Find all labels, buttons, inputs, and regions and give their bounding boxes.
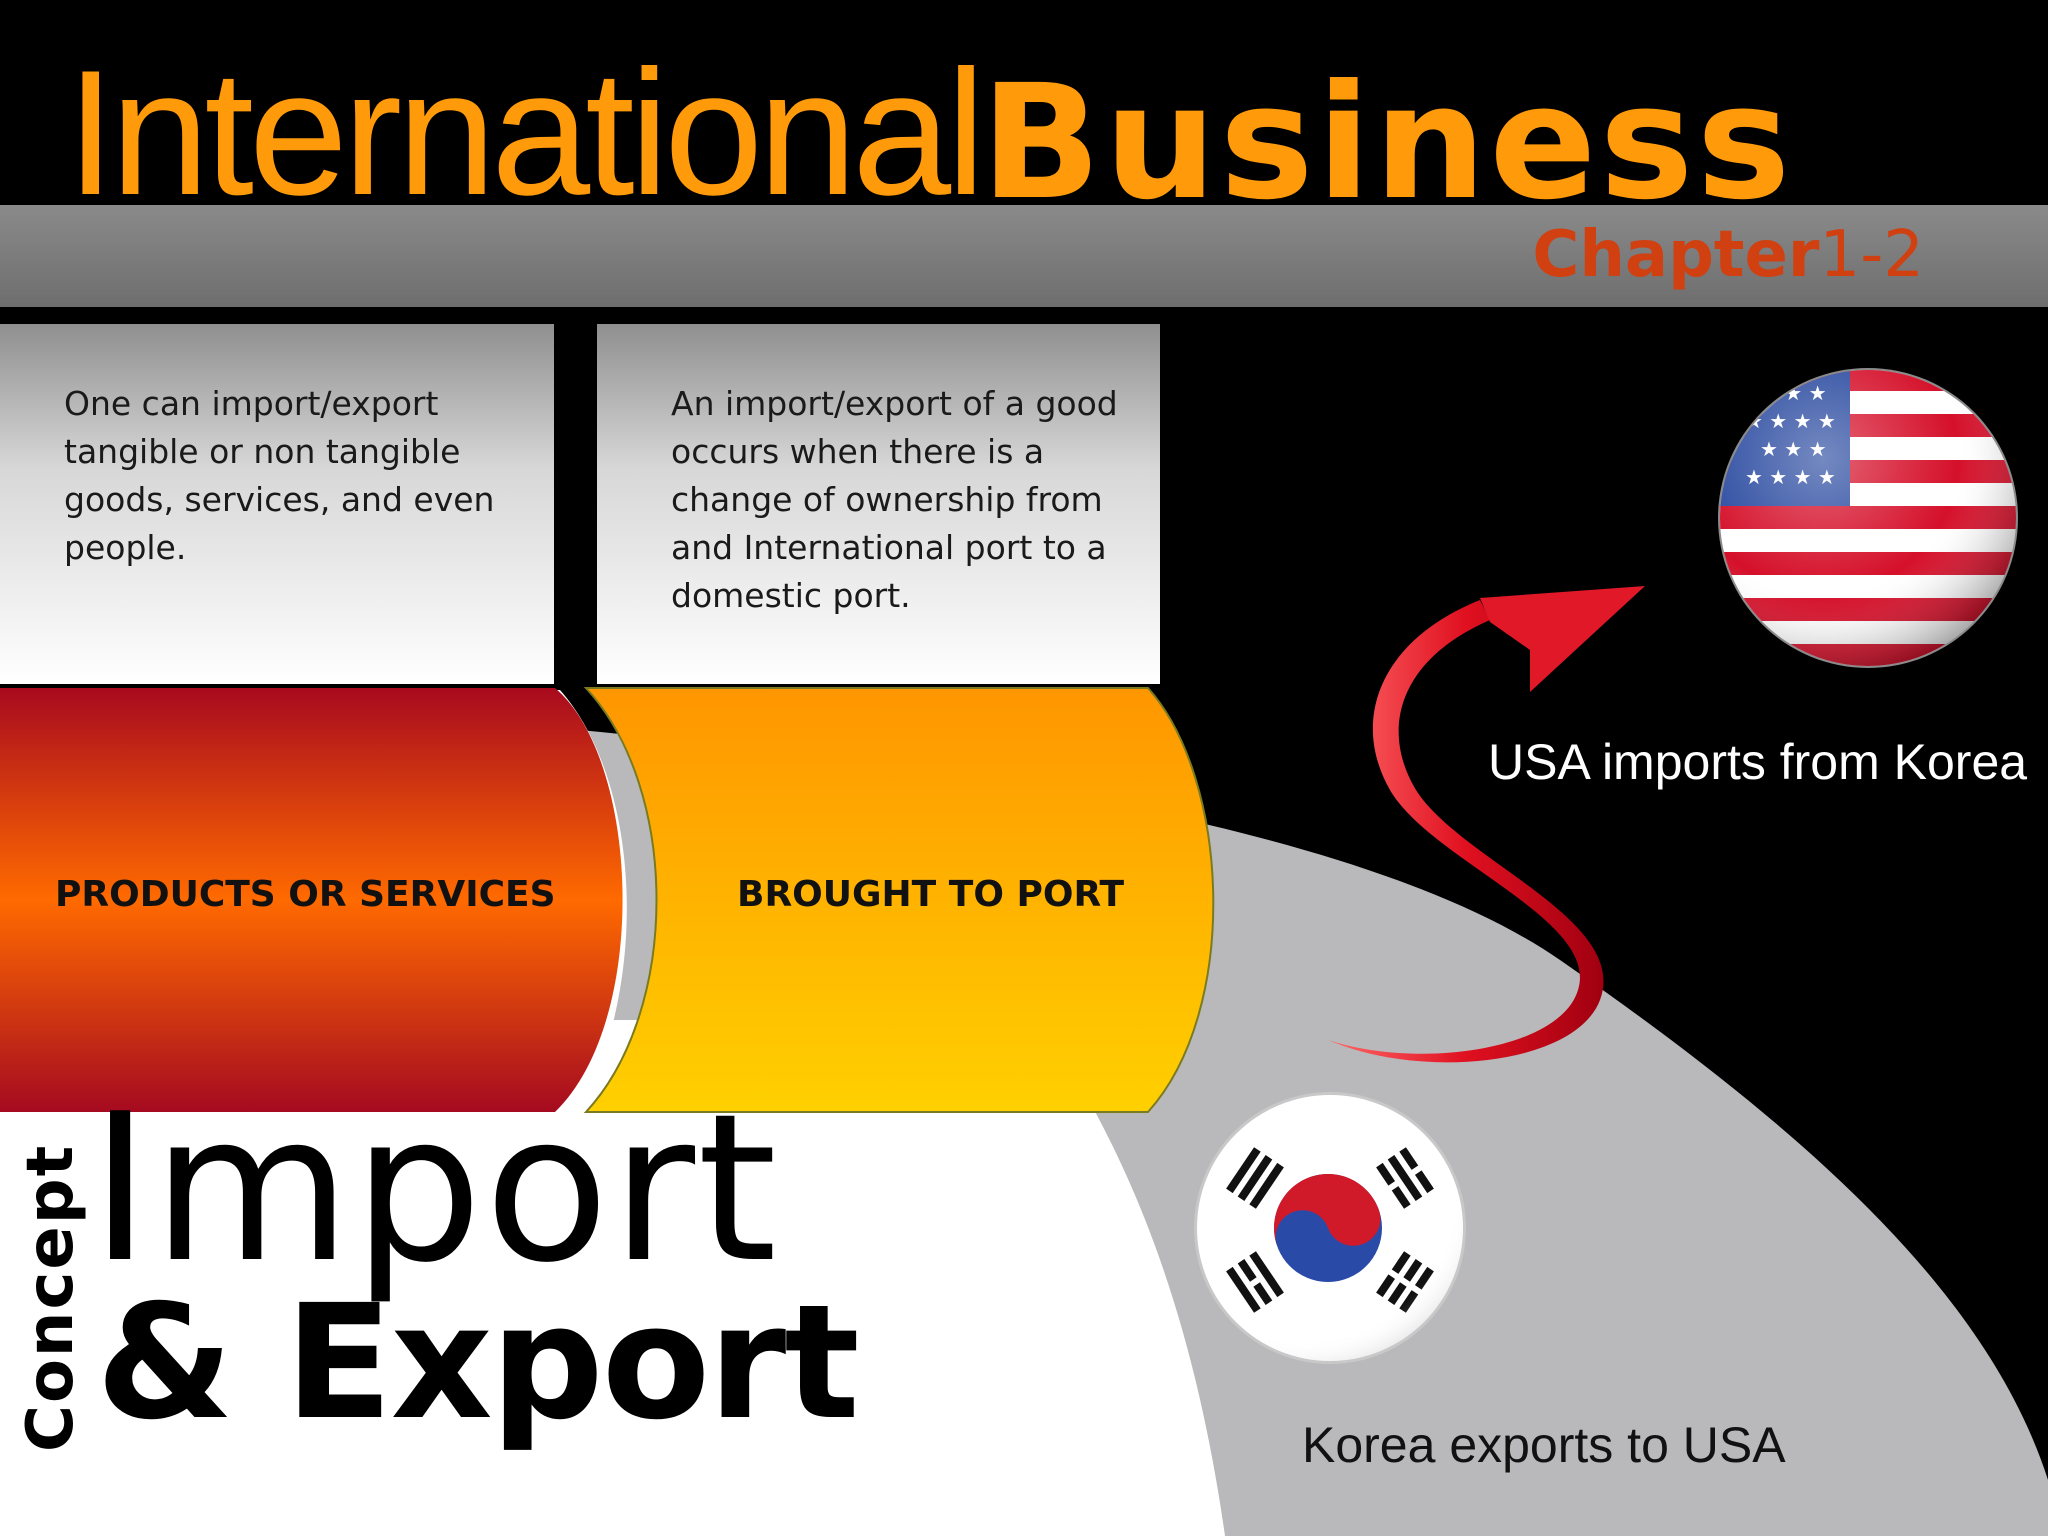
chapter-word: Chapter — [1532, 218, 1820, 292]
title-international: International — [66, 33, 986, 232]
korea-caption: Korea exports to USA — [1302, 1417, 1786, 1473]
step-port-label: BROUGHT TO PORT — [737, 874, 1125, 915]
import-heading: Import — [90, 1071, 780, 1308]
export-heading: & Export — [96, 1271, 860, 1455]
info-box-text: An import/export of a good occurs when t… — [671, 384, 1118, 615]
info-box-tangible: One can import/export tangible or non ta… — [0, 324, 554, 684]
usa-flag-icon: ★ ★ ★ ★ ★ ★ ★ ★ ★ ★ ★ ★ ★ ★ — [1718, 368, 2018, 668]
south-korea-flag-icon — [1194, 1092, 1466, 1364]
chapter-label: Chapter1-2 — [1532, 218, 1924, 292]
step-products-label: PRODUCTS OR SERVICES — [55, 874, 556, 915]
step-products-shape — [0, 688, 623, 1112]
arrow-korea-to-usa — [1328, 600, 1604, 1063]
slide-title: InternationalBusiness — [66, 30, 1794, 235]
concept-label: Concept — [14, 1143, 88, 1452]
info-box-ownership: An import/export of a good occurs when t… — [597, 324, 1160, 684]
usa-caption: USA imports from Korea — [1488, 734, 2028, 790]
chapter-number: 1-2 — [1819, 218, 1924, 292]
title-business: Business — [980, 51, 1794, 235]
step-port-shape — [583, 687, 1215, 1113]
info-box-text: One can import/export tangible or non ta… — [64, 384, 495, 567]
